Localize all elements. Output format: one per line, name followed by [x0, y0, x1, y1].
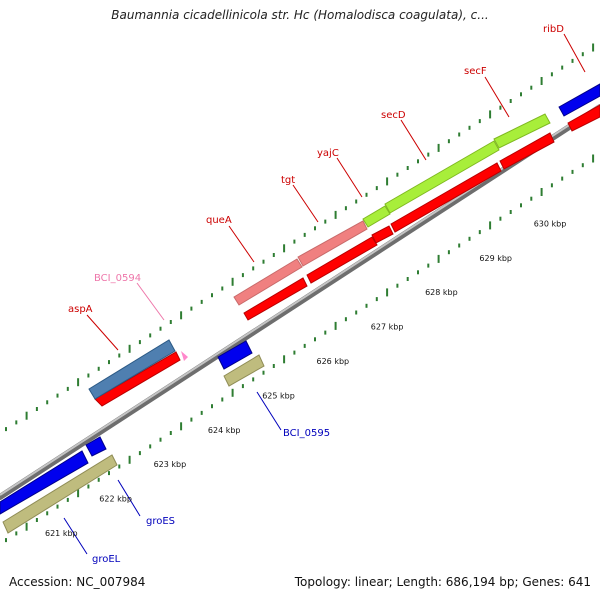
- gene-secD-box[interactable]: [384, 140, 500, 214]
- label-queA[interactable]: queA: [206, 215, 232, 226]
- scale-label: 630 kbp: [534, 219, 567, 228]
- scale-label: 623 kbp: [154, 460, 187, 469]
- label-leaders: [63, 33, 586, 555]
- label-yajC[interactable]: yajC: [317, 148, 339, 159]
- label-ribD[interactable]: ribD: [543, 24, 564, 35]
- label-aspA[interactable]: aspA: [68, 304, 93, 315]
- label-BCI_0594[interactable]: BCI_0594: [94, 273, 141, 284]
- forward-strand-features: [88, 83, 600, 407]
- gene-groEL-tan[interactable]: [2, 454, 118, 534]
- gene-labels: aspA BCI_0594 queA tgt yajC secD secF ri…: [68, 24, 564, 565]
- gene-groES-box[interactable]: [85, 436, 107, 457]
- gene-BCI_0594-box[interactable]: [88, 339, 176, 400]
- scale-label: 625 kbp: [262, 391, 295, 400]
- gene-ribD-box[interactable]: [558, 83, 600, 117]
- scale-label: 627 kbp: [371, 323, 404, 332]
- scale-label: 626 kbp: [317, 357, 350, 366]
- gene-tgt-red[interactable]: [306, 236, 378, 284]
- gene-BCI_0595-box[interactable]: [217, 340, 253, 370]
- gene-queA-red[interactable]: [243, 277, 308, 321]
- gene-secD-red[interactable]: [390, 162, 502, 233]
- gene-secF-box[interactable]: [493, 113, 551, 149]
- gene-aspA-feature[interactable]: [94, 351, 181, 407]
- gene-queA-box[interactable]: [233, 258, 303, 306]
- scale-label: 621 kbp: [45, 529, 78, 538]
- reverse-strand-features: [0, 340, 265, 534]
- scale-labels: 621 kbp 622 kbp 623 kbp 624 kbp 625 kbp …: [45, 219, 566, 538]
- map-title: Baumannia cicadellinicola str. Hc (Homal…: [111, 8, 489, 22]
- label-secF[interactable]: secF: [464, 66, 487, 77]
- gene-yajC-box[interactable]: [362, 205, 391, 228]
- gene-secF-red[interactable]: [499, 132, 555, 170]
- gene-ribD-red[interactable]: [567, 104, 600, 132]
- label-secD[interactable]: secD: [381, 110, 406, 121]
- scale-label: 624 kbp: [208, 426, 241, 435]
- label-groEL[interactable]: groEL: [92, 554, 121, 565]
- label-tgt[interactable]: tgt: [281, 175, 295, 186]
- gene-BCI_0595-tan[interactable]: [223, 354, 265, 387]
- accession-text: Accession: NC_007984: [9, 575, 146, 589]
- tick-tracks: [5, 43, 595, 543]
- scale-label: 622 kbp: [99, 495, 132, 504]
- gene-tgt-box[interactable]: [297, 220, 368, 267]
- label-BCI_0595[interactable]: BCI_0595: [283, 428, 330, 439]
- genome-stats-text: Topology: linear; Length: 686,194 bp; Ge…: [294, 575, 591, 589]
- label-groES[interactable]: groES: [146, 516, 175, 527]
- gene-groEL-box[interactable]: [0, 450, 89, 515]
- scale-label: 629 kbp: [479, 254, 512, 263]
- gene-yajC-red[interactable]: [371, 225, 394, 244]
- scale-label: 628 kbp: [425, 288, 458, 297]
- gene-BCI_0594-arrow[interactable]: [181, 351, 188, 361]
